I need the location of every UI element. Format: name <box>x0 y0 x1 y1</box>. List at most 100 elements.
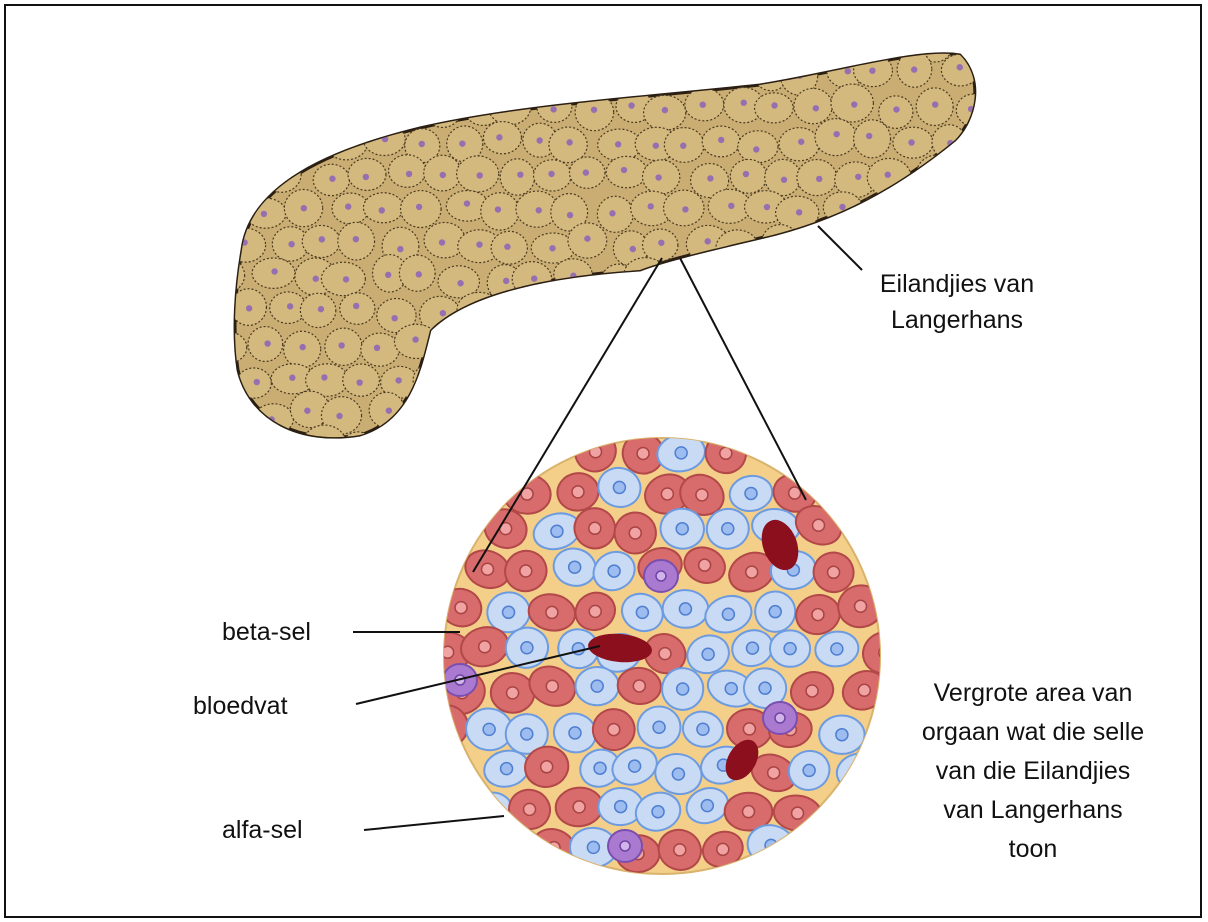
lobule-nucleus <box>688 410 694 416</box>
cell-nucleus <box>629 527 641 539</box>
lobule-nucleus <box>730 335 736 341</box>
pancreas-lobule <box>515 62 558 95</box>
pancreas-lobule <box>440 54 479 91</box>
lobule-nucleus <box>416 204 422 210</box>
lobule-nucleus <box>457 69 463 75</box>
caption-line5: toon <box>900 830 1166 869</box>
lobule-nucleus <box>623 375 629 381</box>
cell-nucleus <box>789 487 801 499</box>
cell-nucleus <box>594 762 606 774</box>
pancreas-lobule <box>746 326 785 358</box>
lobule-nucleus <box>516 442 522 448</box>
lobule-nucleus <box>819 314 825 320</box>
cell-nucleus <box>852 765 864 777</box>
cell-nucleus <box>769 606 781 618</box>
lobule-nucleus <box>653 337 659 343</box>
pancreas-lobule <box>803 363 838 397</box>
pancreas-lobule <box>945 17 984 54</box>
cell-nucleus <box>812 609 824 621</box>
pancreas-lobule <box>730 159 766 193</box>
lobule-nucleus <box>227 65 233 71</box>
lobule-nucleus <box>705 238 711 244</box>
cell-nucleus <box>507 687 519 699</box>
lobule-nucleus <box>930 38 936 44</box>
lobule-nucleus <box>946 344 952 350</box>
lobule-nucleus <box>354 105 360 111</box>
lobule-nucleus <box>932 101 938 107</box>
cell-nucleus <box>701 800 713 812</box>
lobule-nucleus <box>536 137 542 143</box>
cell-nucleus <box>725 683 737 695</box>
pancreas-lobule <box>868 364 912 398</box>
lobule-nucleus <box>251 442 257 448</box>
pancreas-lobule <box>533 21 575 56</box>
lobule-nucleus <box>276 42 282 48</box>
lobule-nucleus <box>852 377 858 383</box>
lobule-nucleus <box>772 38 778 44</box>
pancreas-lobule <box>308 20 347 52</box>
lobule-nucleus <box>795 413 801 419</box>
pancreas-organ <box>207 17 996 470</box>
cell-nucleus <box>608 724 620 736</box>
pancreas-lobule <box>460 20 496 56</box>
cell-nucleus <box>636 606 648 618</box>
pancreas-lobule <box>529 293 565 323</box>
lobule-nucleus <box>797 274 803 280</box>
cell-nucleus <box>546 680 558 692</box>
pancreas-lobule <box>606 360 641 393</box>
lobule-nucleus <box>771 276 777 282</box>
lobule-nucleus <box>936 448 942 454</box>
cell-nucleus <box>720 447 732 459</box>
lobule-nucleus <box>643 406 649 412</box>
lobule-nucleus <box>533 77 539 83</box>
lobule-nucleus <box>391 315 397 321</box>
lobule-nucleus <box>970 373 976 379</box>
cell-nucleus <box>569 561 581 573</box>
pancreas-lobule <box>212 195 253 226</box>
cell-nucleus <box>855 600 867 612</box>
lobule-nucleus <box>260 136 266 142</box>
lobule-nucleus <box>914 415 920 421</box>
lobule-nucleus <box>318 306 324 312</box>
pancreas-lobule <box>711 54 747 88</box>
pancreas-lobule <box>764 296 807 328</box>
pancreas-lobule <box>906 192 941 222</box>
pancreas-lobule <box>246 56 288 87</box>
pancreas-lobule <box>462 360 500 394</box>
lobule-nucleus <box>743 171 749 177</box>
lobule-nucleus <box>221 271 227 277</box>
pancreas-lobule <box>439 328 476 363</box>
pancreas-lobule <box>957 154 992 191</box>
pancreas-lobule <box>883 22 917 53</box>
lobule-nucleus <box>667 373 673 379</box>
cell-nucleus <box>792 807 804 819</box>
lobule-nucleus <box>764 204 770 210</box>
lobule-nucleus <box>809 246 815 252</box>
cell-nucleus <box>743 723 755 735</box>
cell-nucleus <box>551 525 563 537</box>
lobule-nucleus <box>569 342 575 348</box>
lobule-nucleus <box>786 380 792 386</box>
cell-nucleus <box>661 488 673 500</box>
lobule-nucleus <box>392 37 398 43</box>
lobule-nucleus <box>931 169 937 175</box>
lobule-nucleus <box>356 379 362 385</box>
lobule-nucleus <box>549 245 555 251</box>
pancreas-lobule <box>776 398 819 435</box>
pancreas-lobule <box>497 295 538 331</box>
lobule-nucleus <box>741 310 747 316</box>
cell-nucleus <box>615 801 627 813</box>
label-alpha-cell: alfa-sel <box>222 812 303 848</box>
lobule-nucleus <box>781 177 787 183</box>
pancreas-lobule <box>912 233 953 264</box>
lobule-nucleus <box>301 205 307 211</box>
lobule-nucleus <box>567 212 573 218</box>
lobule-nucleus <box>653 75 659 81</box>
lobule-nucleus <box>733 247 739 253</box>
lobule-nucleus <box>753 146 759 152</box>
pancreas-lobule <box>898 401 940 432</box>
lobule-nucleus <box>664 34 670 40</box>
lobule-nucleus <box>839 340 845 346</box>
cell-nucleus <box>501 763 513 775</box>
pancreas-lobule <box>918 431 960 469</box>
